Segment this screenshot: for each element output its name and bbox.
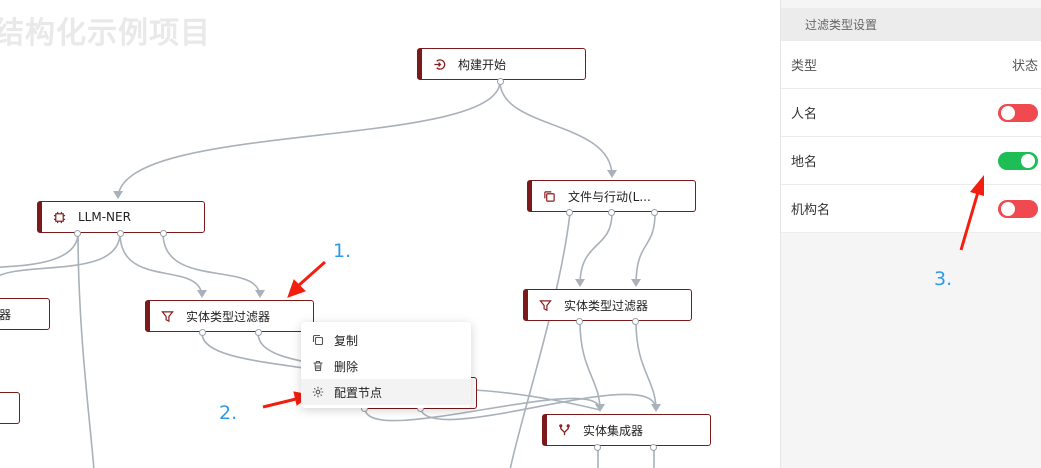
toggle-knob: [1001, 105, 1015, 120]
toggle-person[interactable]: [998, 103, 1038, 122]
filter-row-organization: 机构名: [781, 185, 1041, 233]
merge-icon: [557, 423, 571, 437]
copy-icon: [312, 334, 325, 347]
filter-label: 机构名: [791, 203, 831, 218]
node-label: 实体集成器: [583, 423, 644, 438]
menu-item-delete[interactable]: 删除: [301, 353, 471, 379]
edge-filterr-a: [579, 321, 601, 411]
menu-item-copy[interactable]: 复制: [301, 327, 471, 353]
node-entity-ensemble[interactable]: 实体集成器: [542, 414, 711, 446]
panel-title: 过滤类型设置: [781, 8, 1041, 41]
node-partial-left-lower[interactable]: [0, 392, 20, 424]
output-port[interactable]: [497, 78, 504, 85]
node-file-action[interactable]: 文件与行动(L...: [527, 180, 696, 212]
toggle-location[interactable]: [998, 151, 1038, 170]
edge-llm-to-filter-a: [119, 232, 203, 297]
column-header-type: 类型: [791, 59, 818, 74]
filter-settings-panel: 过滤类型设置 类型 状态 人名 地名 机构名 3.: [780, 0, 1041, 468]
filter-row-person: 人名: [781, 89, 1041, 137]
output-port[interactable]: [566, 209, 573, 216]
output-port[interactable]: [608, 209, 615, 216]
node-entity-filter-left[interactable]: 实体类型过滤器: [145, 300, 314, 332]
output-port[interactable]: [650, 444, 657, 451]
chip-icon: [52, 210, 66, 224]
annotation-step-1: 1.: [333, 240, 352, 262]
menu-item-label: 删除: [334, 359, 359, 374]
node-label: 器: [0, 307, 12, 322]
edge-file-to-filter-a: [579, 212, 613, 286]
toggle-knob: [1021, 153, 1035, 168]
menu-item-configure-node[interactable]: 配置节点: [301, 379, 471, 405]
panel-header-row: 类型 状态: [781, 41, 1041, 89]
login-icon: [432, 57, 446, 71]
edge-llm-down: [77, 232, 95, 468]
context-menu: 复制 删除 配置节点: [301, 322, 471, 408]
edge-start-to-file: [499, 80, 613, 177]
toggle-organization[interactable]: [998, 199, 1038, 218]
edge-llm-to-filter-b: [162, 232, 261, 297]
output-port[interactable]: [594, 444, 601, 451]
toggle-knob: [1001, 201, 1015, 216]
node-partial-left[interactable]: 器: [0, 298, 50, 330]
menu-item-label: 配置节点: [334, 385, 383, 400]
output-port[interactable]: [160, 230, 167, 237]
filter-label: 人名: [791, 107, 818, 122]
output-port[interactable]: [576, 318, 583, 325]
node-label: 构建开始: [458, 57, 507, 72]
filter-label: 地名: [791, 155, 818, 170]
arrowheads: [113, 170, 661, 412]
output-port[interactable]: [117, 230, 124, 237]
red-arrow-1: [297, 260, 326, 288]
edge-start-to-llm: [117, 80, 501, 199]
workflow-canvas[interactable]: 结构化示例项目: [0, 0, 780, 468]
node-label: 实体类型过滤器: [564, 298, 649, 313]
output-port[interactable]: [651, 209, 658, 216]
output-port[interactable]: [255, 329, 262, 336]
node-label: LLM-NER: [78, 210, 131, 224]
menu-item-label: 复制: [334, 333, 359, 348]
edge-cross-1: [364, 397, 601, 422]
filter-icon: [160, 309, 174, 323]
filter-row-location: 地名: [781, 137, 1041, 185]
red-arrow-3-head: [959, 175, 984, 251]
output-port[interactable]: [632, 318, 639, 325]
node-entity-filter-right[interactable]: 实体类型过滤器: [523, 289, 692, 321]
node-build-start[interactable]: 构建开始: [417, 48, 586, 80]
edge-cross-2: [419, 393, 657, 421]
edge-filterr-b: [635, 321, 657, 411]
trash-icon: [312, 360, 325, 373]
gear-icon: [312, 386, 325, 399]
filter-icon: [538, 298, 552, 312]
node-llm-ner[interactable]: LLM-NER: [37, 201, 205, 233]
annotation-step-3: 3.: [934, 268, 953, 290]
project-title-watermark: 结构化示例项目: [0, 16, 211, 51]
output-port[interactable]: [199, 329, 206, 336]
edge-llm-to-left: [0, 232, 79, 268]
red-arrow-2: [262, 397, 297, 409]
node-label: 文件与行动(L...: [568, 189, 651, 204]
annotation-step-2: 2.: [219, 402, 238, 424]
copy-icon: [542, 189, 556, 203]
edge-file-to-filter-b: [635, 212, 656, 286]
edge-file-down: [509, 212, 571, 468]
node-label: 实体类型过滤器: [186, 309, 271, 324]
edge-llm-to-left-b: [0, 232, 121, 277]
column-header-status: 状态: [1011, 59, 1038, 74]
output-port[interactable]: [74, 230, 81, 237]
